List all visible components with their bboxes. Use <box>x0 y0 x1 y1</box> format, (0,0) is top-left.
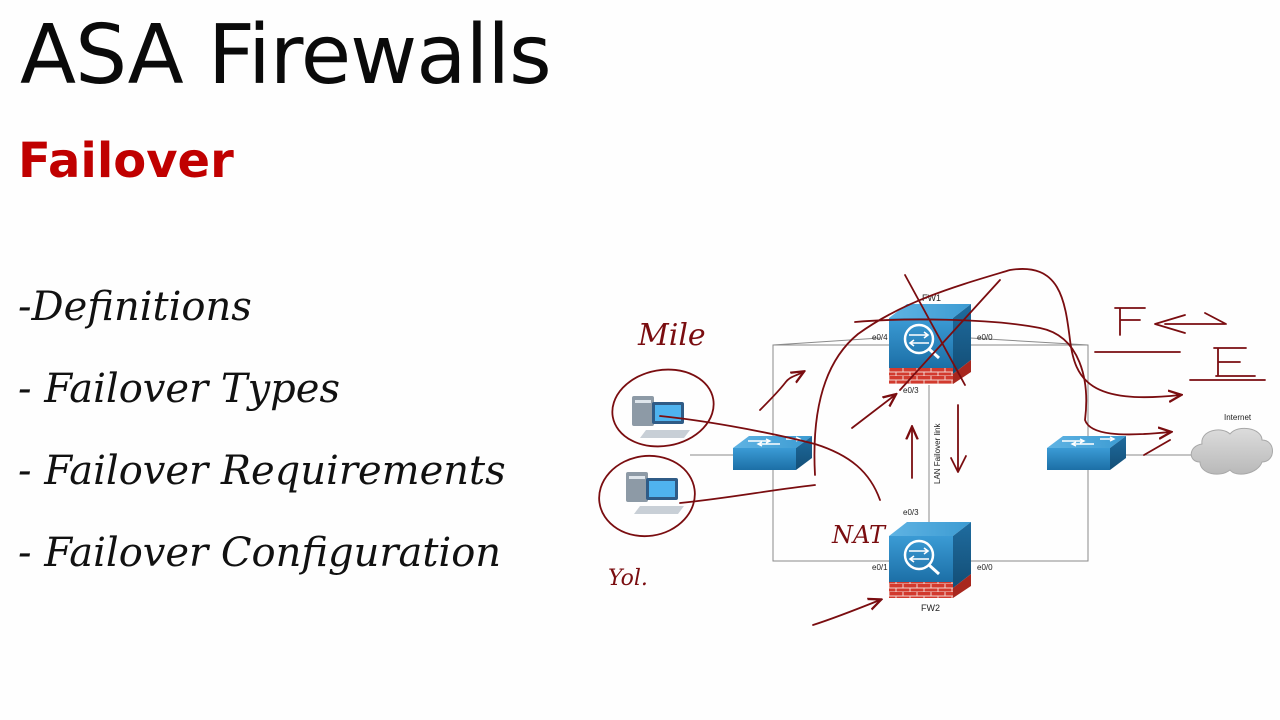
stroke-big-loop <box>813 268 1180 476</box>
host-pc-bottom <box>626 472 684 514</box>
hand-letter-f2 <box>1213 347 1256 377</box>
topic-definitions: -Definitions <box>18 284 252 330</box>
internet-label: Internet <box>1224 413 1252 422</box>
fw2-port-e00: e0/0 <box>977 563 993 572</box>
slide-subtitle: Failover <box>18 133 234 189</box>
switch-right <box>1047 436 1126 470</box>
topic-failover-configuration: - Failover Configuration <box>18 530 502 576</box>
stroke-fw1-cross <box>899 274 1001 391</box>
stroke-host-to-switch <box>659 415 881 501</box>
stroke-arrow-into-fw2 <box>812 600 880 626</box>
topic-failover-types: - Failover Types <box>18 366 340 412</box>
fw1-port-e03: e0/3 <box>903 386 919 395</box>
hand-arrow-f1-to-f2 <box>1154 312 1227 334</box>
hand-annotations <box>598 268 1266 626</box>
topic-failover-requirements: - Failover Requirements <box>18 448 506 494</box>
firewall-fw2 <box>889 522 971 598</box>
hand-letter-f1 <box>1114 307 1146 336</box>
stroke-arrow-down-link <box>950 404 967 473</box>
hand-text-top-left: Mile <box>637 318 706 353</box>
hand-text-nat: NAT <box>831 521 887 549</box>
internet-cloud <box>1190 427 1273 475</box>
stroke-to-cloud <box>1143 439 1171 456</box>
stroke-arrow-into-fw1 <box>851 395 895 429</box>
fw1-port-e04: e0/4 <box>872 333 888 342</box>
stroke-fw1-to-internet <box>854 318 1170 435</box>
stroke-bottom-host <box>679 484 816 504</box>
fw1-port-e00: e0/0 <box>977 333 993 342</box>
stroke-arrow-up-left <box>759 372 803 411</box>
fw2-label: FW2 <box>921 603 940 613</box>
fw2-port-e03: e0/3 <box>903 508 919 517</box>
circle-top-host <box>611 368 715 448</box>
stroke-underlines <box>1094 351 1266 381</box>
hand-text-bottom-left: Yol. <box>608 566 648 591</box>
circle-bottom-host <box>598 454 696 538</box>
fw2-port-e01: e0/1 <box>872 563 888 572</box>
fw1-label: FW1 <box>922 293 941 303</box>
slide-title: ASA Firewalls <box>20 8 552 103</box>
failover-link-label: LAN Failover link <box>933 423 942 484</box>
